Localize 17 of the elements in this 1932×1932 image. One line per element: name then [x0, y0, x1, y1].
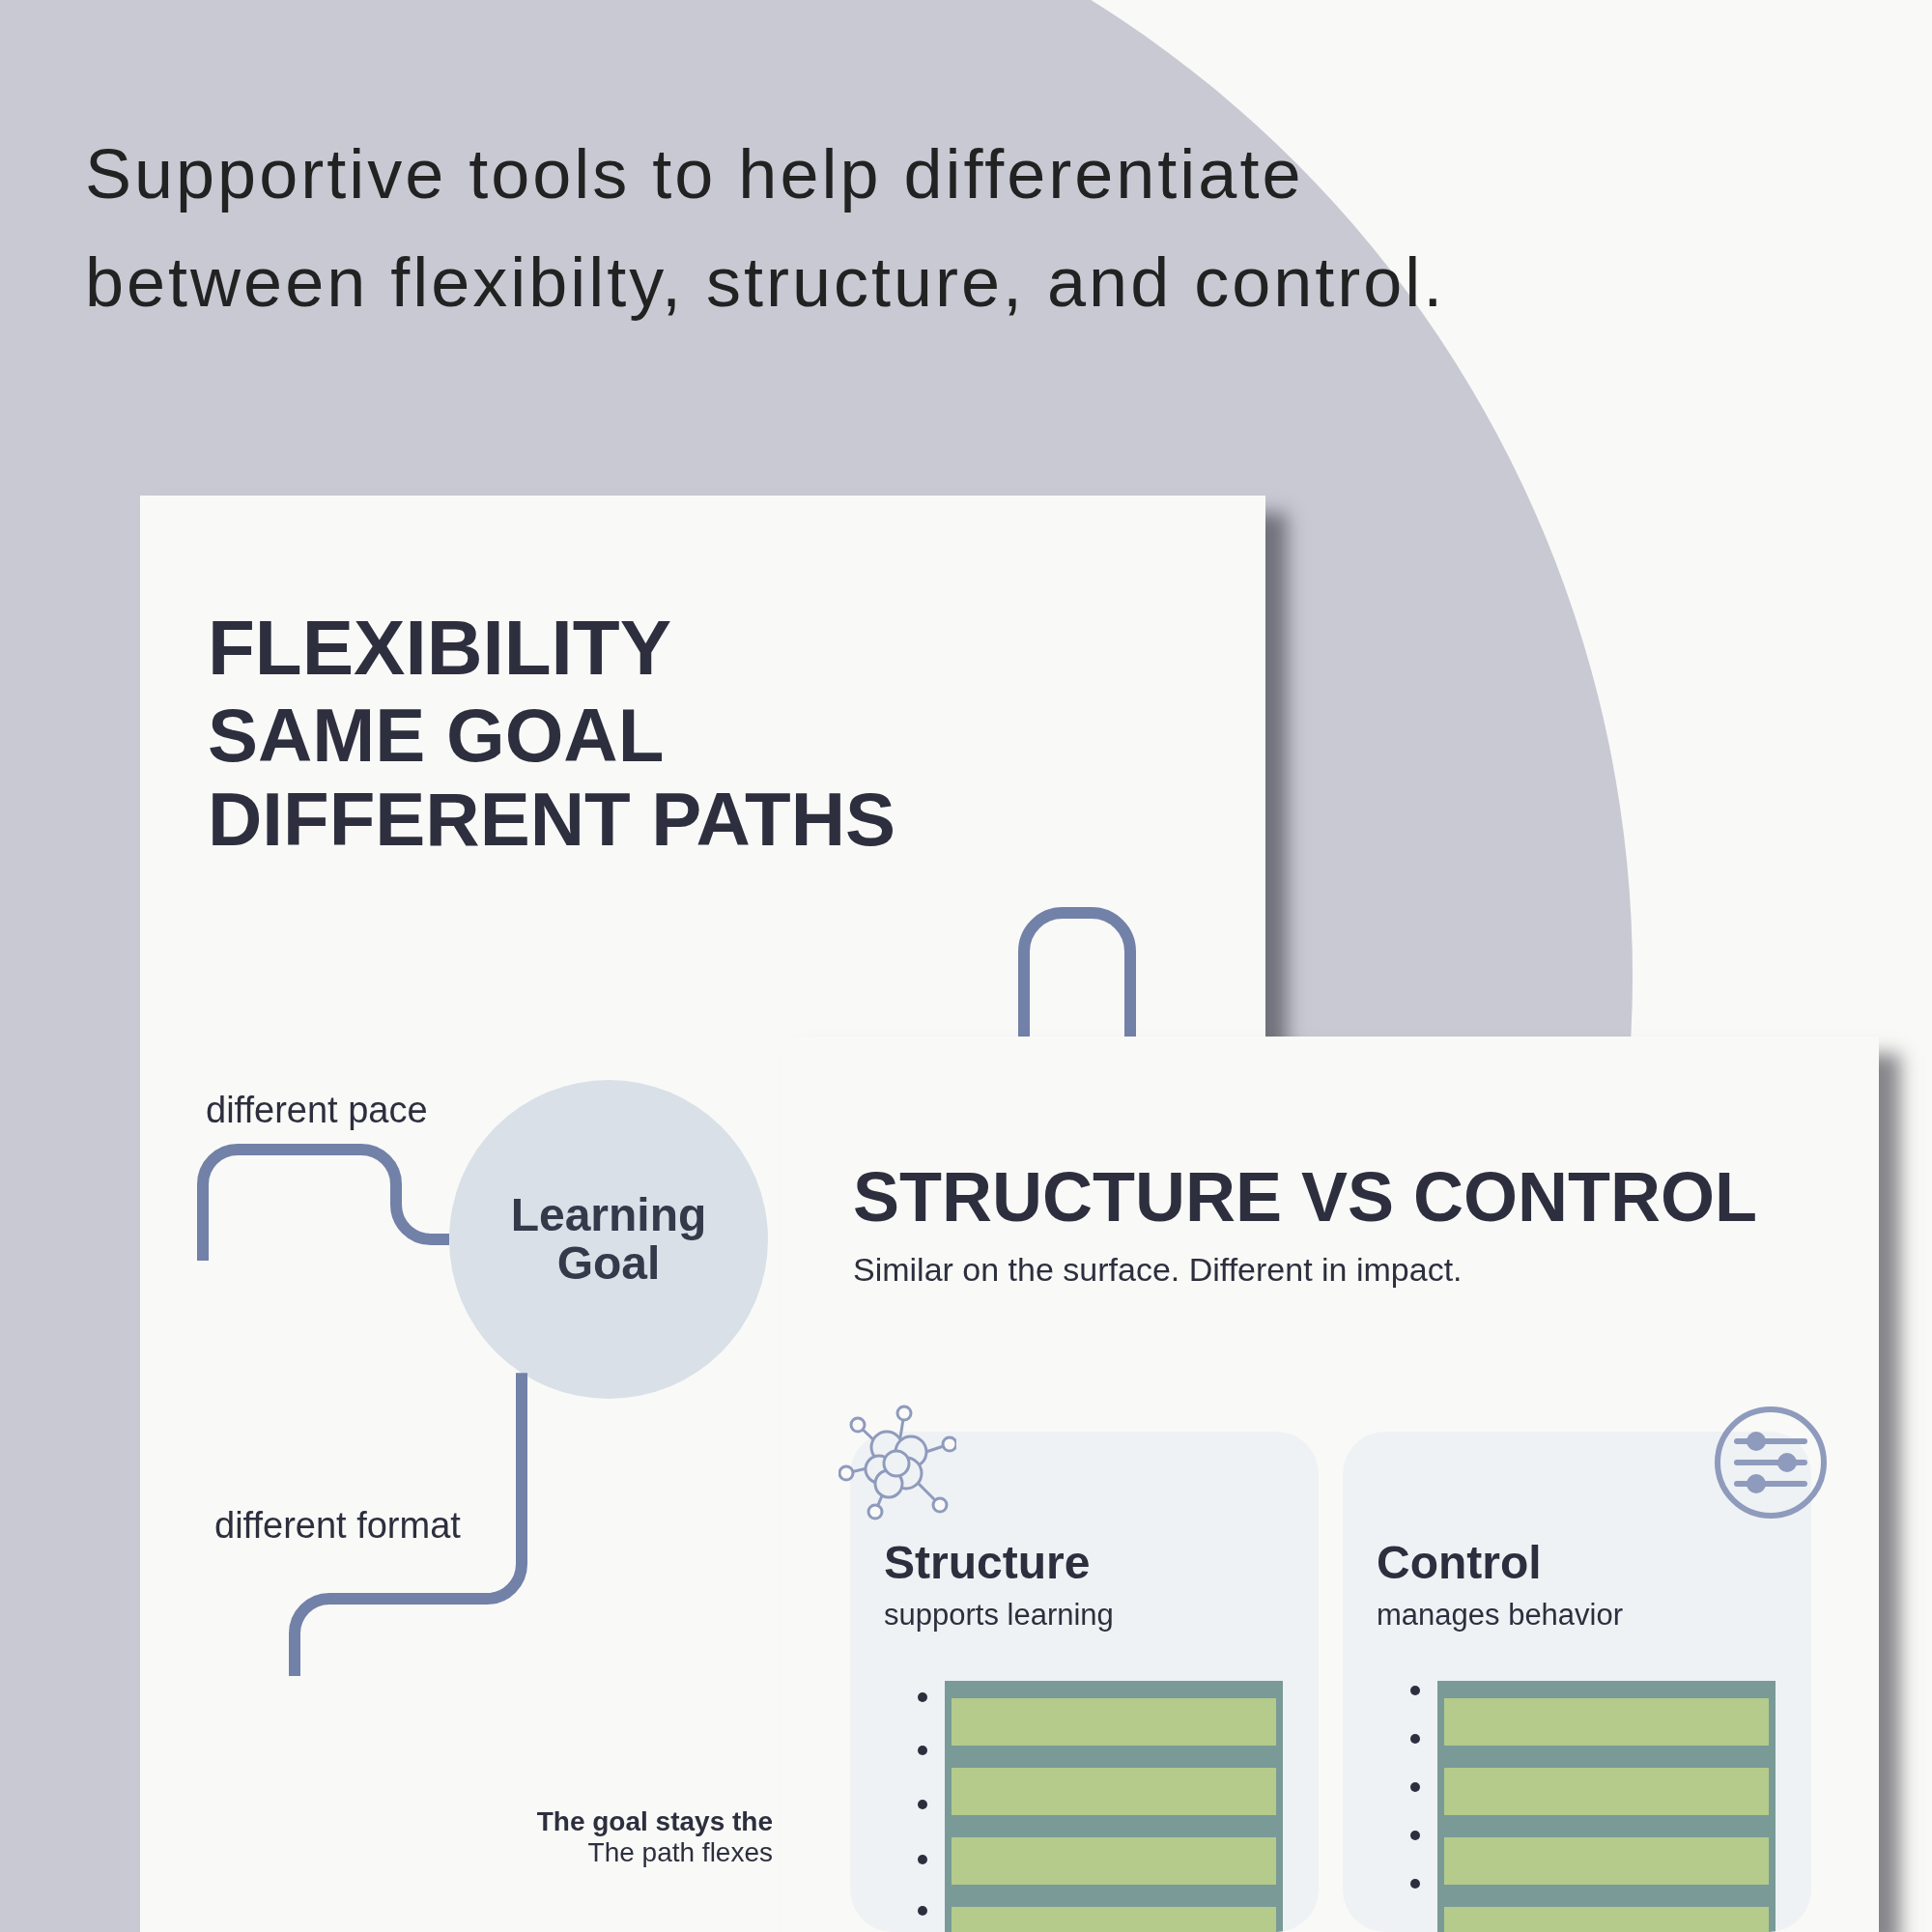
card-heading: STRUCTURE VS CONTROL — [853, 1157, 1758, 1237]
panel-heading: Control — [1377, 1536, 1543, 1590]
card-heading: FLEXIBILITY — [208, 604, 672, 693]
panel-subtitle: supports learning — [884, 1598, 1115, 1633]
goal-label: Learning Goal — [509, 1190, 708, 1289]
panel-heading: Structure — [884, 1536, 1092, 1590]
card-subtitle: Similar on the surface. Different in impact. — [853, 1251, 1463, 1290]
path-label: different format — [214, 1505, 462, 1547]
path-label: different pace — [206, 1090, 429, 1131]
comparison-panel — [850, 1432, 1319, 1932]
note-text: The path flexes — [586, 1837, 773, 1868]
page-title: Supportive tools to help differentiate between flexibilty, structure, and control. — [85, 134, 1447, 323]
panel-subtitle: manages behavior — [1377, 1598, 1625, 1633]
path-connector — [289, 1373, 527, 1676]
comparison-panel — [1343, 1432, 1811, 1932]
note-text: The goal stays the — [535, 1806, 773, 1837]
card-subheading: SAME GOAL DIFFERENT PATHS — [208, 694, 897, 863]
